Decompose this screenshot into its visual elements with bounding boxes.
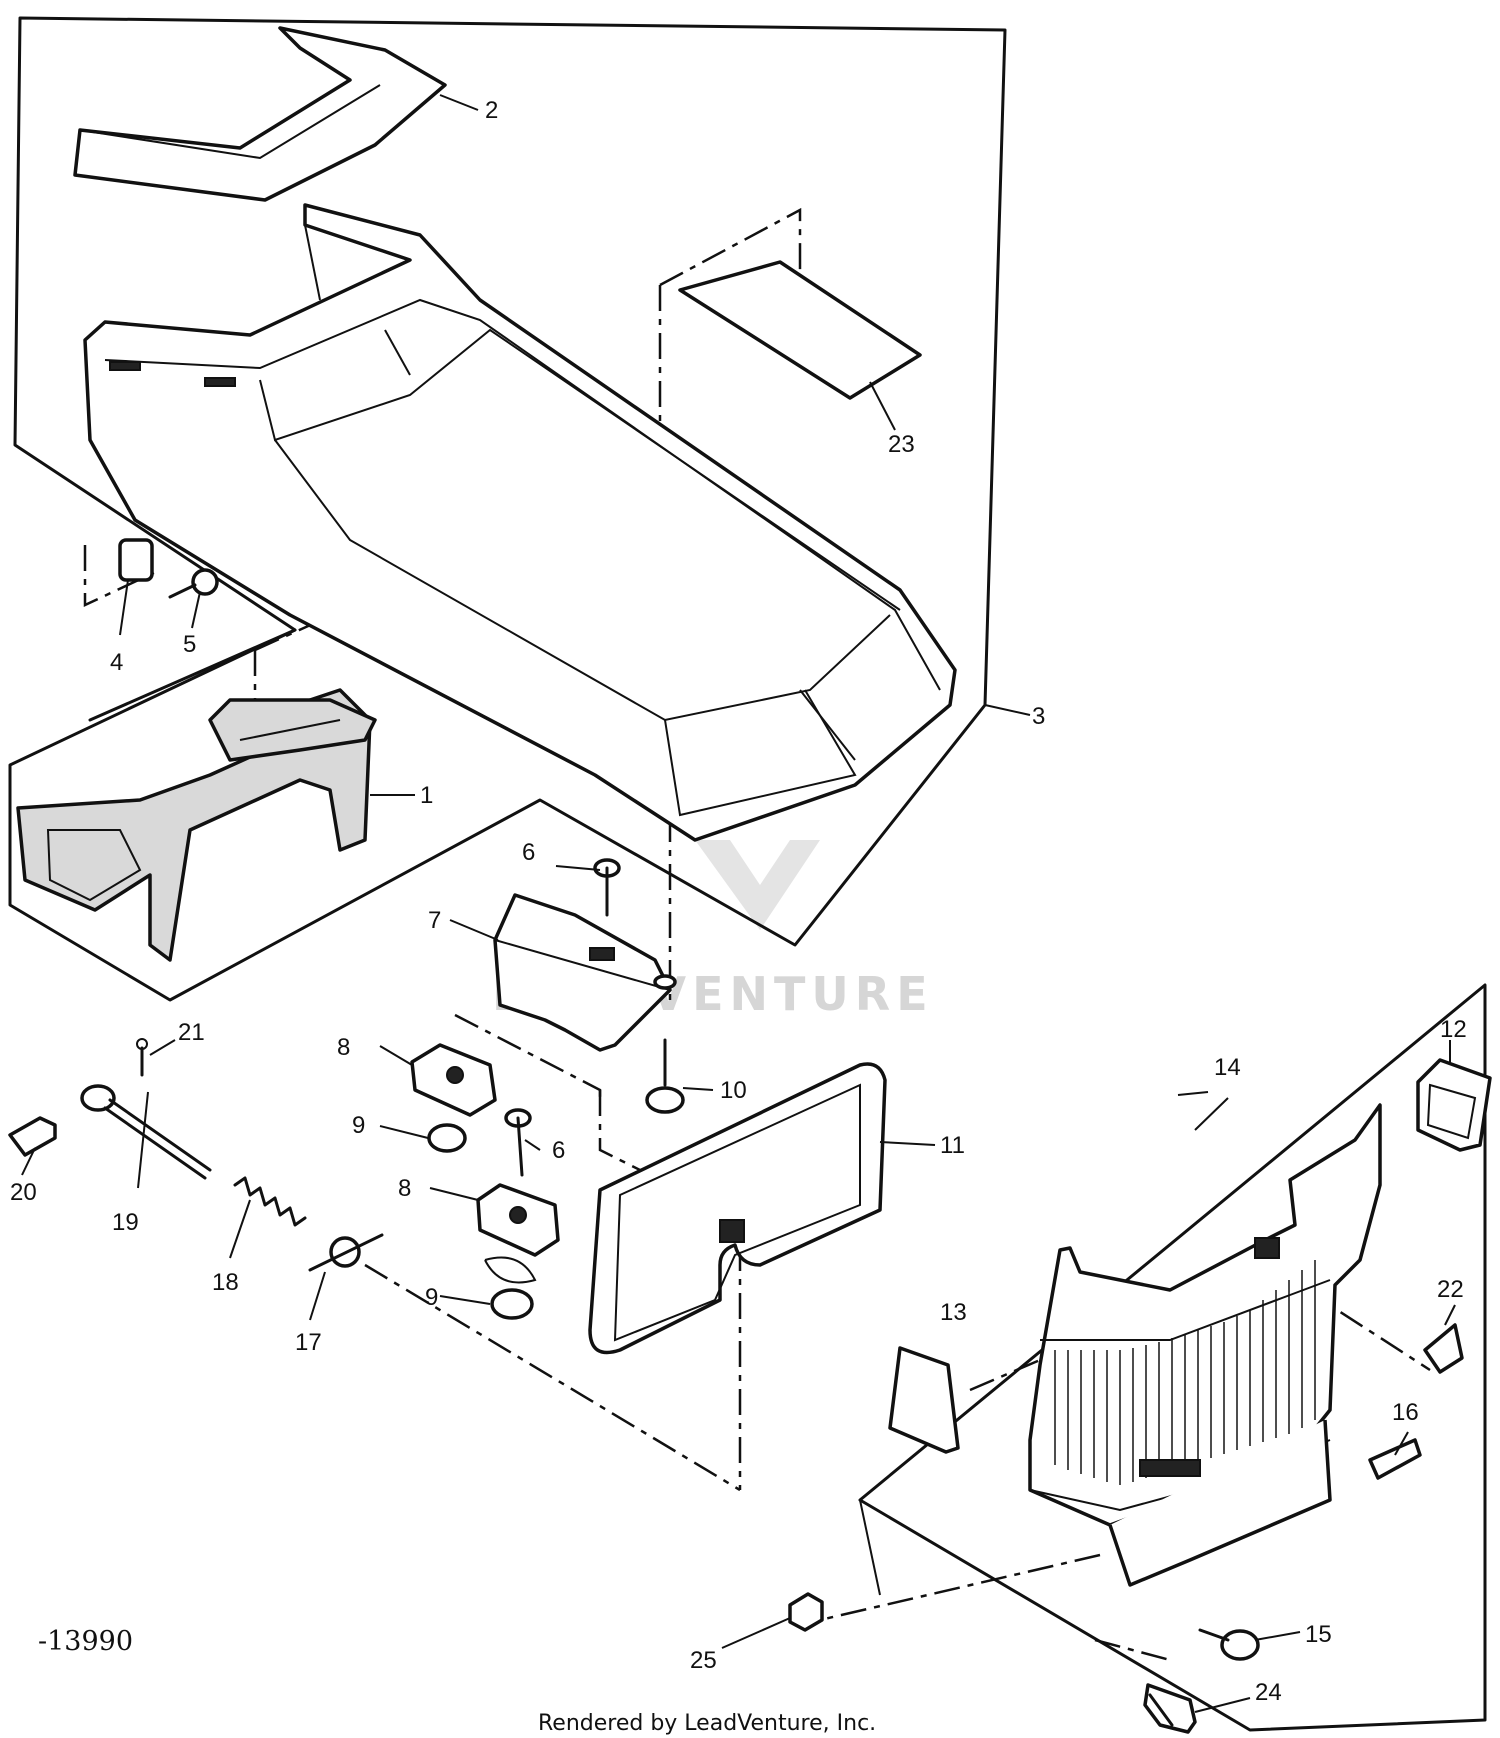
callout-8-lower: 8 <box>398 1175 411 1202</box>
part-21-cotter-pin <box>136 1038 148 1077</box>
callout-21: 21 <box>178 1019 205 1046</box>
callout-25: 25 <box>690 1647 717 1674</box>
part-11-rod <box>588 1062 887 1355</box>
part-12-screen <box>1416 1058 1492 1152</box>
part-14-grille <box>1028 1103 1382 1587</box>
callout-18: 18 <box>212 1269 239 1296</box>
callout-8-upper: 8 <box>337 1034 350 1061</box>
callout-1: 1 <box>420 782 433 809</box>
callout-10: 10 <box>720 1077 747 1104</box>
part-6-bolt-upper <box>593 858 621 917</box>
part-3-hood <box>83 203 957 842</box>
callout-16: 16 <box>1392 1399 1419 1426</box>
part-8-block-lower <box>476 1183 560 1284</box>
part-8-block-upper <box>410 1043 497 1117</box>
part-15-bolt <box>1198 1628 1260 1661</box>
part-9-nut-lower <box>490 1288 534 1320</box>
callout-17: 17 <box>295 1329 322 1356</box>
callout-6-upper: 6 <box>522 839 535 866</box>
part-13-plate <box>888 1346 960 1454</box>
render-credit: Rendered by LeadVenture, Inc. <box>538 1711 876 1736</box>
callout-7: 7 <box>428 907 441 934</box>
part-25-nut <box>788 1592 824 1632</box>
callout-labels: 2 3 1 4 5 6 6 7 8 8 9 9 10 11 12 13 14 1… <box>10 97 1467 1706</box>
callout-15: 15 <box>1305 1621 1332 1648</box>
callout-4: 4 <box>110 649 123 676</box>
callout-9-upper: 9 <box>352 1112 365 1139</box>
part-4-clip <box>118 538 154 636</box>
part-22-label <box>1423 1323 1464 1374</box>
part-24-bolt <box>1143 1683 1197 1734</box>
panel-outlines <box>8 16 1487 1732</box>
part-23-decal <box>678 260 922 431</box>
part-2-trim <box>73 26 447 202</box>
callout-24: 24 <box>1255 1679 1282 1706</box>
callout-2: 2 <box>485 97 498 124</box>
callout-3: 3 <box>1032 703 1045 730</box>
callout-12: 12 <box>1440 1016 1467 1043</box>
part-16-clip <box>1368 1438 1422 1480</box>
callout-20: 20 <box>10 1179 37 1206</box>
callout-14: 14 <box>1214 1054 1241 1081</box>
part-7-bracket <box>493 893 672 1052</box>
part-9-nut-upper <box>427 1123 467 1153</box>
drawing-code: -13990 <box>38 1626 133 1657</box>
callout-13: 13 <box>940 1299 967 1326</box>
part-1-seat-frame <box>16 688 377 962</box>
callout-6-lower: 6 <box>552 1137 565 1164</box>
callout-22: 22 <box>1437 1276 1464 1303</box>
callout-9-lower: 9 <box>425 1284 438 1311</box>
grille-slats <box>1054 1260 1316 1485</box>
part-10-bolt <box>645 974 685 1114</box>
part-5-screw <box>168 568 219 629</box>
callout-11: 11 <box>940 1132 965 1159</box>
part-19-rod <box>80 1084 212 1180</box>
callout-23: 23 <box>888 431 915 458</box>
leader-lines <box>21 94 1456 1713</box>
part-17-pin <box>308 1233 384 1272</box>
part-20-knob <box>8 1116 57 1157</box>
part-18-spring <box>233 1176 307 1227</box>
part-6-bolt-lower <box>504 1108 532 1177</box>
callout-19: 19 <box>112 1209 139 1236</box>
callout-5: 5 <box>183 631 196 658</box>
